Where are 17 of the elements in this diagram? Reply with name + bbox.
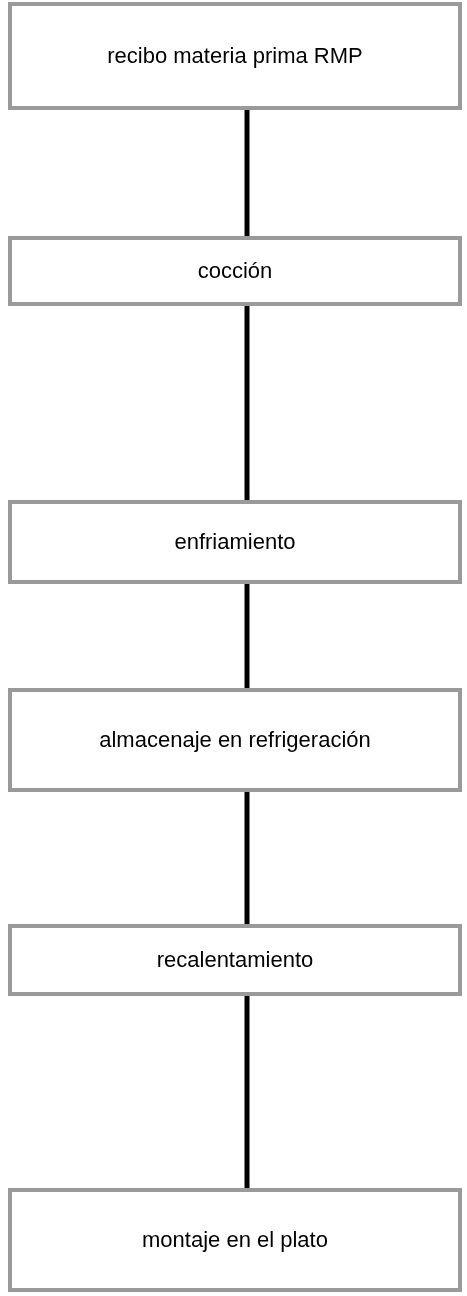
connector-line — [244, 306, 250, 500]
connector-line — [244, 996, 250, 1188]
connector-line — [244, 584, 250, 688]
step-label: recalentamiento — [155, 946, 315, 974]
process-box — [8, 500, 462, 584]
step-label: cocción — [196, 257, 274, 285]
step-label: enfriamiento — [173, 528, 297, 556]
connector-line — [244, 110, 250, 236]
process-box — [8, 236, 462, 306]
process-box — [8, 1188, 462, 1292]
step-label: recibo materia prima RMP — [106, 42, 364, 70]
process-box — [8, 2, 462, 110]
process-box — [8, 924, 462, 996]
process-box — [8, 688, 462, 792]
step-label: montaje en el plato — [141, 1226, 329, 1254]
step-label: almacenaje en refrigeración — [98, 726, 372, 754]
connector-line — [244, 792, 250, 924]
